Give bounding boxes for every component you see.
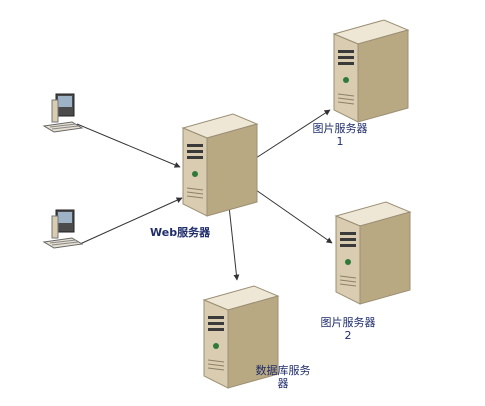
image-server-2 [328,196,418,310]
arrow-client1-to-web [76,123,181,168]
arrow-web-to-image2 [255,189,333,244]
image-server-2-label-line1: 图片服务器 [320,316,376,329]
tower-server-icon [334,201,412,305]
image-server-1-label: 图片服务器 1 [305,122,375,148]
client-computer-2 [38,208,86,260]
image-server-1-label-line2: 1 [336,135,344,148]
arrow-web-to-image1 [255,109,331,159]
image-server-2-label: 图片服务器 2 [313,316,383,342]
web-server [175,108,265,222]
tower-server-icon [181,113,259,217]
desktop-computer-icon [42,93,84,133]
tower-server-icon [332,19,410,123]
database-server-label: 数据库服务 器 [248,364,318,390]
database-server-label-line1: 数据库服务 [255,364,311,377]
image-server-1-label-line1: 图片服务器 [312,122,368,135]
image-server-1 [326,14,416,128]
client-computer-1 [38,92,86,144]
desktop-computer-icon [42,209,84,249]
arrow-web-to-db [228,205,240,281]
image-server-2-label-line2: 2 [344,329,352,342]
database-server-label-line2: 器 [277,377,289,390]
tower-server-icon [202,285,280,389]
database-server [196,280,286,394]
web-server-label: Web服务器 [150,226,211,239]
arrow-client2-to-web [79,197,183,245]
